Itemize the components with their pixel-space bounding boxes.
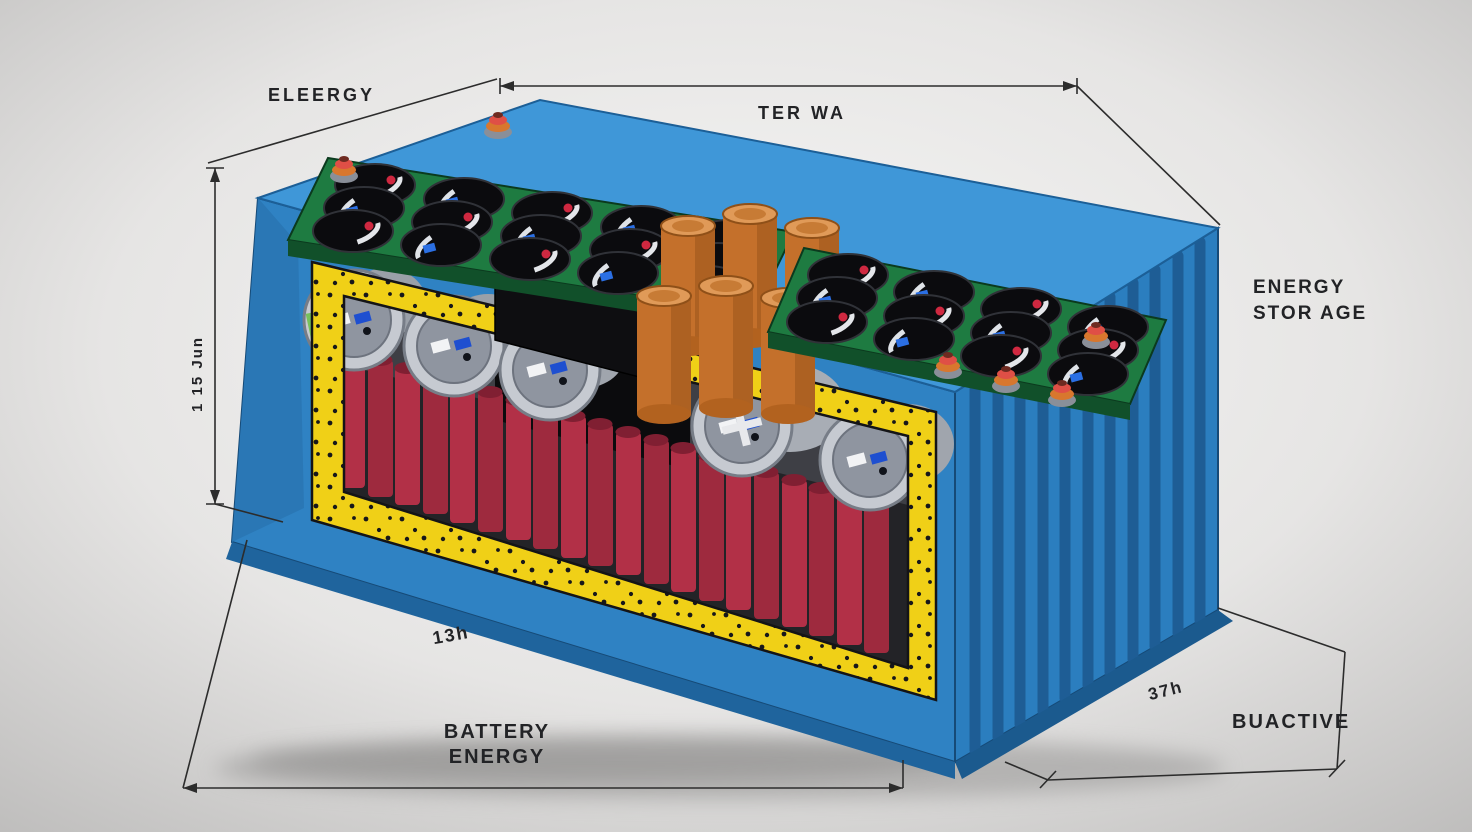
- extension-line: [1217, 607, 1346, 653]
- label-bottom-title-line2: ENERGY: [449, 746, 545, 768]
- label-bottom-right-title: BUACTIVE: [1232, 711, 1350, 733]
- red-cell: [643, 434, 669, 584]
- capacitor: [698, 275, 754, 418]
- label-top-left: ELEERGY: [268, 85, 375, 105]
- red-cell: [808, 482, 834, 636]
- label-left-height: 1 15 Jun: [189, 336, 206, 412]
- dimension-bottom-right-depth: [1004, 607, 1346, 789]
- red-cell: [367, 354, 393, 497]
- front-foot: [226, 542, 955, 779]
- dimension-lines: [182, 78, 1346, 793]
- red-cell: [725, 458, 751, 610]
- battery-illustration: [226, 98, 1233, 779]
- red-cell: [753, 466, 779, 619]
- right-face: [954, 226, 1233, 779]
- red-cell: [615, 426, 641, 575]
- dimension-bottom-width: [182, 539, 904, 793]
- label-right-title-line2: STOR AGE: [1253, 303, 1367, 324]
- extension-line: [214, 503, 284, 523]
- label-right-title-line1: ENERGY: [1253, 277, 1345, 298]
- ground-shadow-inner: [250, 738, 950, 782]
- cooling-fins: [969, 236, 1206, 756]
- red-cell: [670, 442, 696, 592]
- red-cell: [532, 402, 558, 549]
- extension-line: [1336, 651, 1346, 770]
- left-edge-band: [232, 198, 304, 542]
- module-cell-top: [787, 301, 867, 343]
- red-cell: [587, 418, 613, 566]
- module-cell-top: [313, 210, 393, 252]
- dimension-top-width: [207, 78, 1221, 226]
- extension-line: [207, 78, 498, 164]
- red-cell: [698, 450, 724, 601]
- red-cell: [477, 386, 503, 532]
- red-cell: [560, 410, 586, 558]
- red-cell: [781, 474, 807, 627]
- extension-line: [182, 539, 248, 789]
- extension-line: [1004, 761, 1049, 781]
- red-cell: [394, 362, 420, 505]
- red-cell: [863, 498, 889, 653]
- label-top-width: TER WA: [758, 103, 846, 123]
- capacitor: [636, 285, 692, 424]
- red-cell: [449, 378, 475, 523]
- extension-line: [1076, 85, 1221, 226]
- dimension-left-height: [206, 167, 284, 523]
- right-foot: [955, 610, 1233, 779]
- module-cell-top: [490, 238, 570, 280]
- red-cell: [836, 490, 862, 645]
- label-bottom-title-line1: BATTERY: [444, 721, 550, 743]
